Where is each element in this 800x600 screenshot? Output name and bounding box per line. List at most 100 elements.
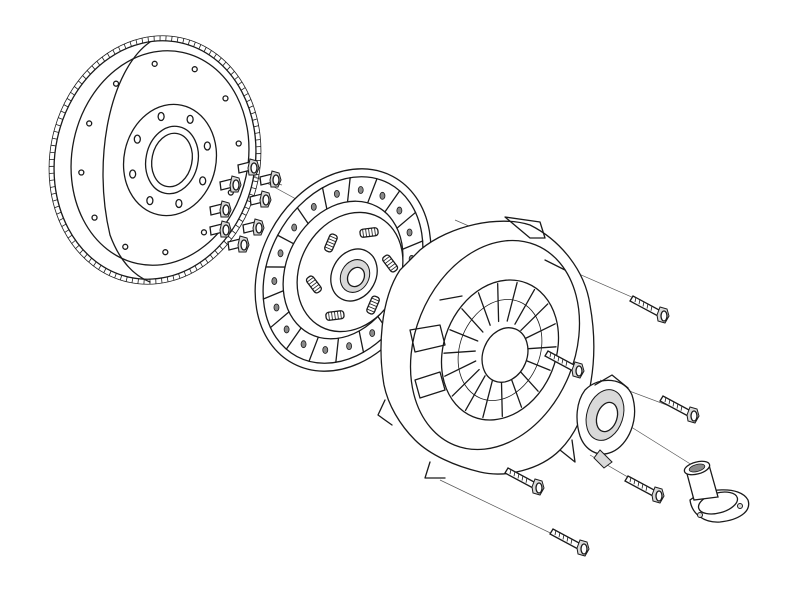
gear-tooth: [166, 276, 169, 282]
spring-finger: [464, 375, 486, 412]
gear-tooth: [178, 273, 181, 279]
spring-finger: [449, 329, 479, 342]
guide-sleeve: [683, 460, 750, 523]
gear-tooth: [51, 192, 57, 195]
gear-tooth: [58, 217, 64, 221]
gear-tooth: [187, 39, 191, 45]
gear-tooth: [56, 211, 62, 215]
gear-tooth: [251, 187, 257, 190]
gear-tooth: [67, 234, 73, 239]
gear-tooth: [50, 144, 56, 147]
gear-tooth: [71, 239, 76, 244]
spring-finger: [500, 377, 503, 417]
gear-tooth: [93, 261, 97, 267]
mounting-hole: [200, 229, 208, 236]
gear-tooth: [79, 249, 84, 254]
hex-bolt-icon: [249, 190, 272, 208]
gear-tooth: [204, 258, 209, 264]
mounting-hole: [235, 140, 242, 147]
gear-tooth: [98, 265, 102, 270]
gear-tooth: [103, 268, 107, 273]
damper-spring: [325, 310, 345, 321]
gear-tooth: [66, 98, 72, 102]
gear-tooth: [64, 229, 70, 233]
gear-tooth: [161, 278, 163, 284]
damper-spring: [359, 227, 379, 238]
gear-tooth: [112, 49, 116, 55]
gear-tooth: [53, 130, 59, 133]
gear-tooth: [75, 244, 80, 249]
gear-tooth: [107, 53, 111, 58]
gear-tooth: [244, 206, 250, 210]
gear-tooth: [52, 137, 58, 140]
gear-tooth: [176, 37, 179, 43]
gear-tooth: [218, 57, 222, 63]
gear-tooth: [231, 230, 236, 234]
gear-tooth: [248, 105, 254, 109]
long-bolt-icon: [544, 350, 585, 379]
rivet: [333, 189, 340, 198]
segment-divider: [277, 234, 295, 245]
gear-tooth: [54, 205, 60, 209]
gear-tooth: [91, 65, 96, 70]
rivet: [396, 206, 403, 215]
release-bearing: [576, 374, 636, 469]
rivet: [322, 346, 329, 354]
bolt-hole: [203, 141, 211, 151]
gear-tooth: [213, 53, 217, 59]
segment-divider: [269, 311, 290, 329]
rivet: [271, 277, 278, 285]
mounting-hole: [222, 95, 229, 102]
spring-finger: [520, 303, 549, 332]
spring-finger: [444, 360, 477, 377]
gear-tooth: [135, 39, 138, 45]
hex-bolt-icon: [209, 200, 232, 218]
rivet: [369, 329, 376, 338]
gear-tooth: [119, 275, 123, 281]
segment-divider: [367, 178, 378, 204]
rivet: [300, 340, 307, 349]
gear-tooth: [60, 110, 66, 114]
gear-tooth: [226, 66, 231, 71]
mounting-hole: [112, 80, 120, 87]
damper-spring: [324, 233, 338, 253]
gear-tooth: [147, 36, 149, 42]
mounting-hole: [162, 249, 169, 256]
gear-tooth: [96, 61, 101, 66]
segment-divider: [335, 337, 340, 363]
gear-tooth: [255, 139, 261, 141]
damper-spring: [366, 295, 380, 315]
gear-tooth: [131, 277, 134, 283]
damper-springs: [305, 227, 399, 321]
gear-tooth: [58, 117, 64, 120]
gear-tooth: [83, 253, 88, 259]
gear-tooth: [125, 276, 128, 282]
segment-divider: [321, 187, 328, 210]
bolt-hole: [199, 176, 207, 186]
hex-bolt-icon: [237, 158, 260, 176]
spring-finger: [443, 350, 476, 354]
spring-finger: [451, 368, 480, 397]
gear-tooth: [254, 132, 260, 134]
gear-tooth: [241, 212, 247, 216]
spring-finger: [509, 374, 523, 408]
rivet: [291, 223, 298, 232]
hex-bolt-icon: [259, 170, 282, 188]
long-bolt-icon: [659, 395, 700, 424]
segment-divider: [358, 330, 365, 353]
gear-tooth: [182, 38, 185, 44]
gear-tooth: [198, 44, 202, 50]
finger-ring: [457, 299, 543, 401]
gear-tooth: [171, 36, 173, 42]
gear-tooth: [253, 125, 259, 128]
gear-tooth: [235, 224, 240, 229]
mounting-hole: [78, 169, 85, 176]
segment-divider: [346, 177, 351, 203]
spring-finger: [477, 292, 491, 326]
mounting-hole: [91, 214, 98, 221]
hex-bolt-icon: [219, 175, 242, 193]
gear-tooth: [240, 87, 246, 91]
gear-tooth: [223, 240, 228, 245]
ring-gear-outline: [48, 35, 262, 285]
